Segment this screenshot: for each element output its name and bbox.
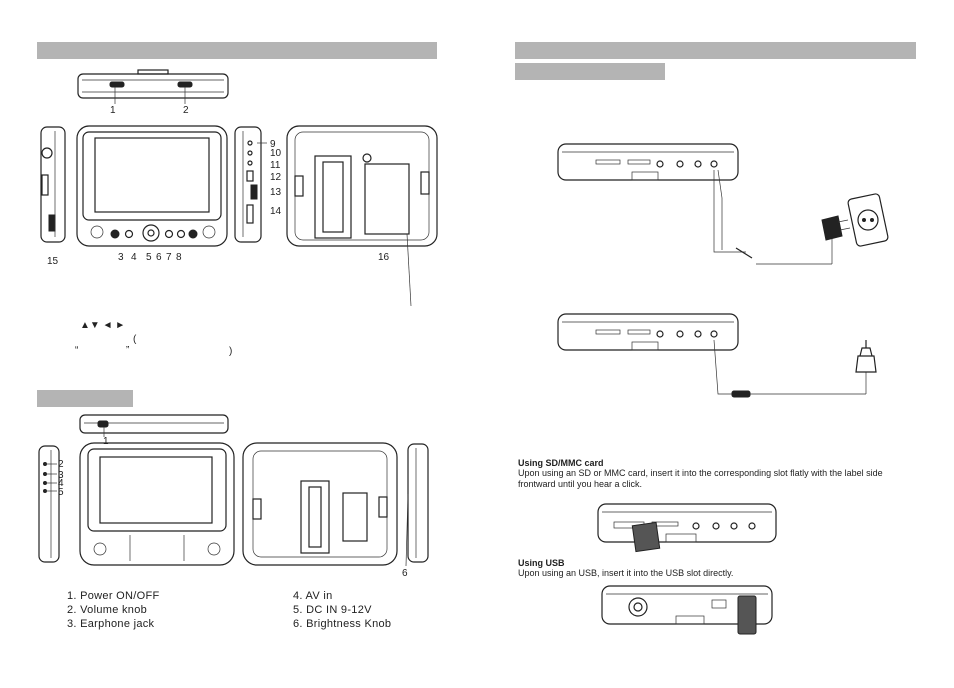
section-header-bar-2	[37, 390, 133, 407]
sd-card-heading: Using SD/MMC card	[518, 458, 604, 468]
legend-item-6: 6. Brightness Knob	[293, 618, 392, 630]
callout-5: 5	[146, 252, 152, 263]
unit2-right-side-illustration	[405, 443, 429, 567]
callout-14: 14	[270, 206, 282, 217]
close-paren: )	[229, 346, 233, 357]
open-paren: (	[133, 334, 137, 345]
legend-item-5: 5. DC IN 9-12V	[293, 604, 372, 616]
section-header-bar-3	[515, 42, 916, 59]
callout-4: 4	[131, 252, 137, 263]
callout-u2-5: 5	[58, 487, 64, 498]
legend-item-2: 2. Volume knob	[67, 604, 148, 616]
unit2-front-illustration	[79, 442, 235, 566]
open-quote: “	[75, 345, 79, 356]
callout-12: 12	[270, 172, 282, 183]
unit2-back-illustration	[242, 442, 398, 566]
unit1-right-side-illustration	[234, 126, 267, 243]
callout-7: 7	[166, 252, 172, 263]
callout-u2-1: 1	[103, 436, 109, 447]
unit1-front-illustration	[76, 125, 228, 247]
car-adapter-connection-illustration	[557, 313, 877, 398]
sd-card-instructions: Upon using an SD or MMC card, insert it …	[518, 468, 883, 489]
callout-9: 9	[270, 139, 276, 150]
usb-insertion-illustration	[601, 585, 773, 635]
callout-6: 6	[156, 252, 162, 263]
legend-right-column: 4. AV in 5. DC IN 9-12V 6. Brightness Kn…	[293, 589, 391, 631]
usb-heading: Using USB	[518, 558, 565, 568]
section-header-bar-1	[37, 42, 437, 59]
callout-15: 15	[47, 256, 59, 267]
callout-u2-6: 6	[402, 568, 408, 579]
subsection-header-bar	[515, 63, 665, 80]
callout-u2-4: 4	[58, 478, 64, 489]
ac-adapter-connection-illustration	[557, 143, 889, 265]
callout-u2-2: 2	[58, 459, 64, 470]
callout-u2-3: 3	[58, 470, 64, 481]
unit2-left-side-illustration	[38, 445, 60, 563]
callout-2: 2	[183, 105, 189, 116]
unit1-back-illustration	[286, 125, 438, 307]
callout-3: 3	[118, 252, 124, 263]
callout-1: 1	[110, 105, 116, 116]
unit1-top-view-illustration	[77, 69, 229, 104]
callout-11: 11	[270, 160, 281, 171]
usb-instructions: Upon using an USB, insert it into the US…	[518, 568, 734, 578]
legend-item-4: 4. AV in	[293, 590, 333, 602]
unit2-top-view-illustration	[79, 414, 229, 437]
unit1-left-side-illustration	[40, 126, 66, 243]
callout-10: 10	[270, 148, 282, 159]
legend-item-1: 1. Power ON/OFF	[67, 590, 160, 602]
arrow-keys-symbols: ▲▼ ◄ ►	[80, 320, 126, 331]
callout-8: 8	[176, 252, 182, 263]
sd-card-insertion-illustration	[597, 503, 777, 553]
legend-left-column: 1. Power ON/OFF 2. Volume knob 3. Earpho…	[67, 589, 160, 631]
callout-13: 13	[270, 187, 282, 198]
close-quote: ”	[126, 345, 130, 356]
legend-item-3: 3. Earphone jack	[67, 618, 155, 630]
callout-16: 16	[378, 252, 390, 263]
